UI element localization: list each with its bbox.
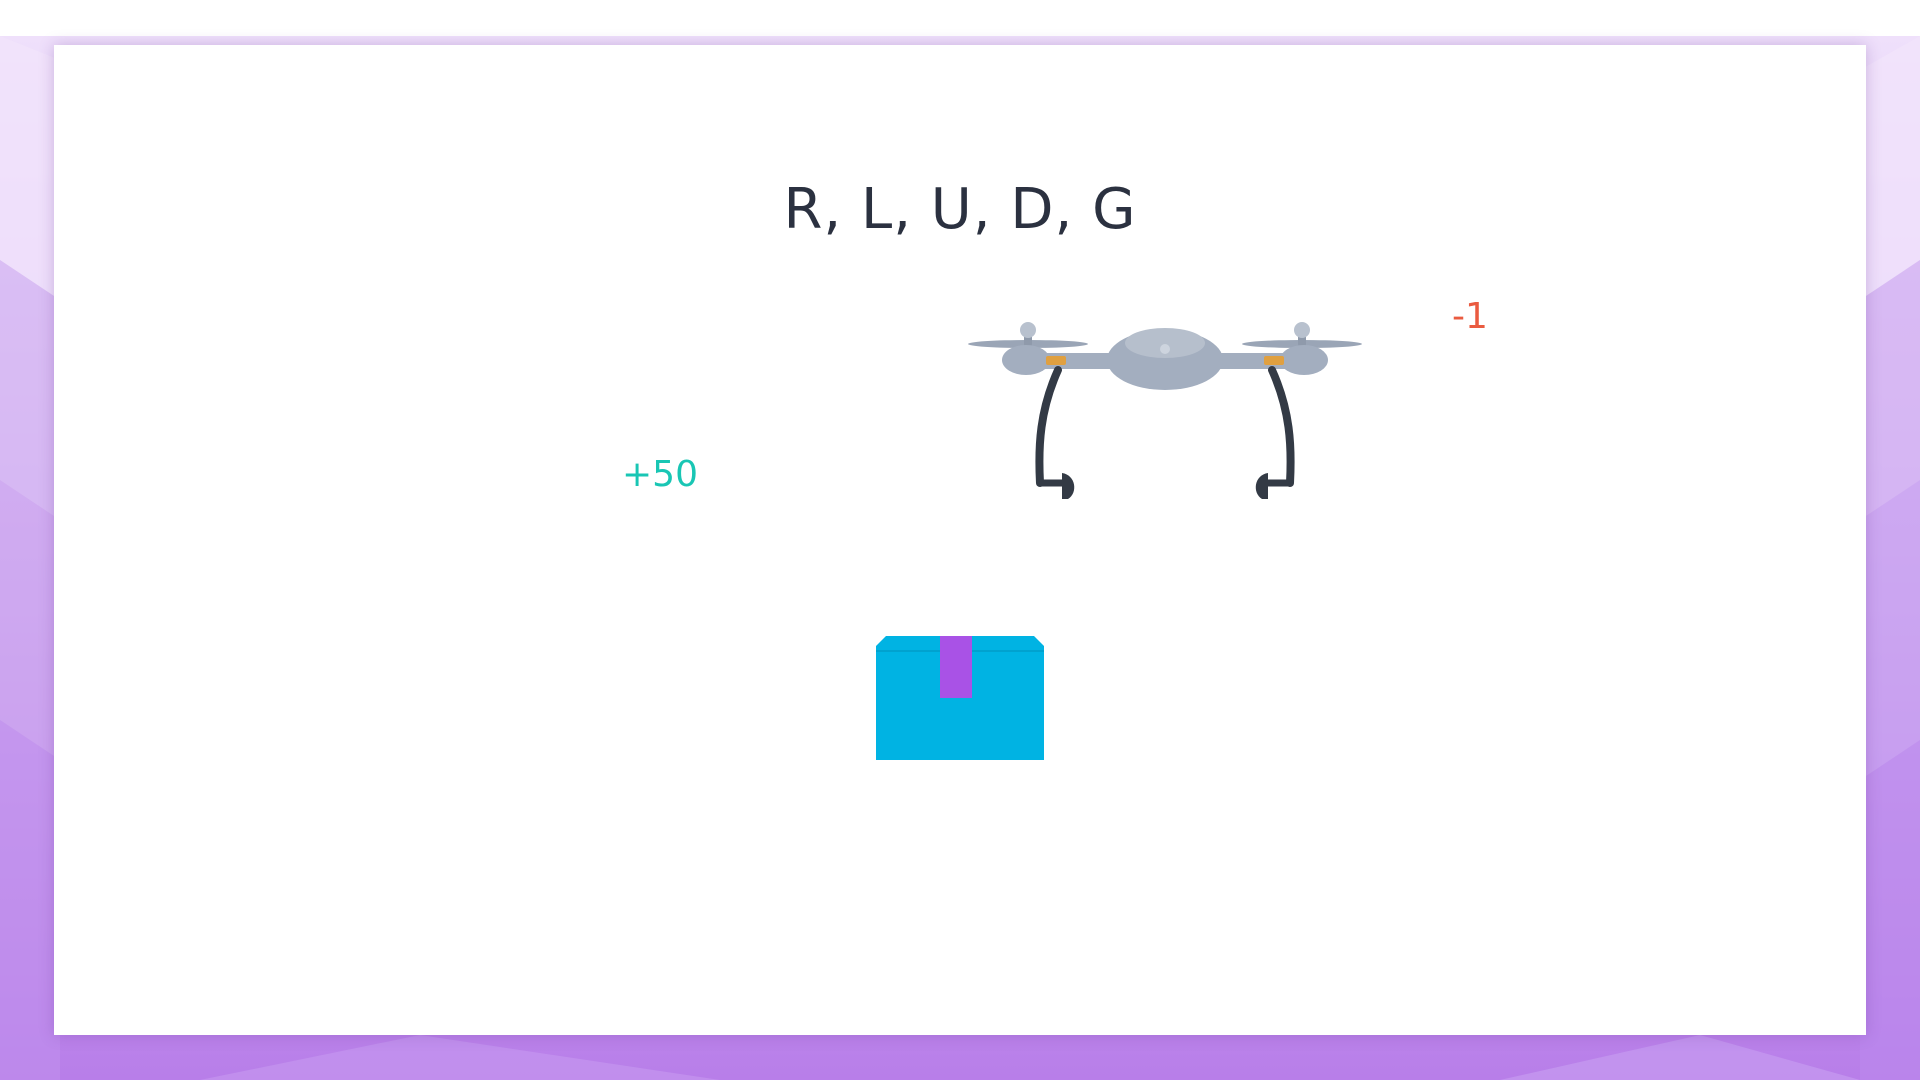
negative-reward-label: -1 <box>1452 296 1488 337</box>
slide-card <box>54 45 1866 1035</box>
package-box-icon <box>876 636 1044 760</box>
positive-reward-label: +50 <box>622 454 698 495</box>
actions-title: R, L, U, D, G <box>783 177 1137 242</box>
drone-icon <box>968 322 1362 499</box>
